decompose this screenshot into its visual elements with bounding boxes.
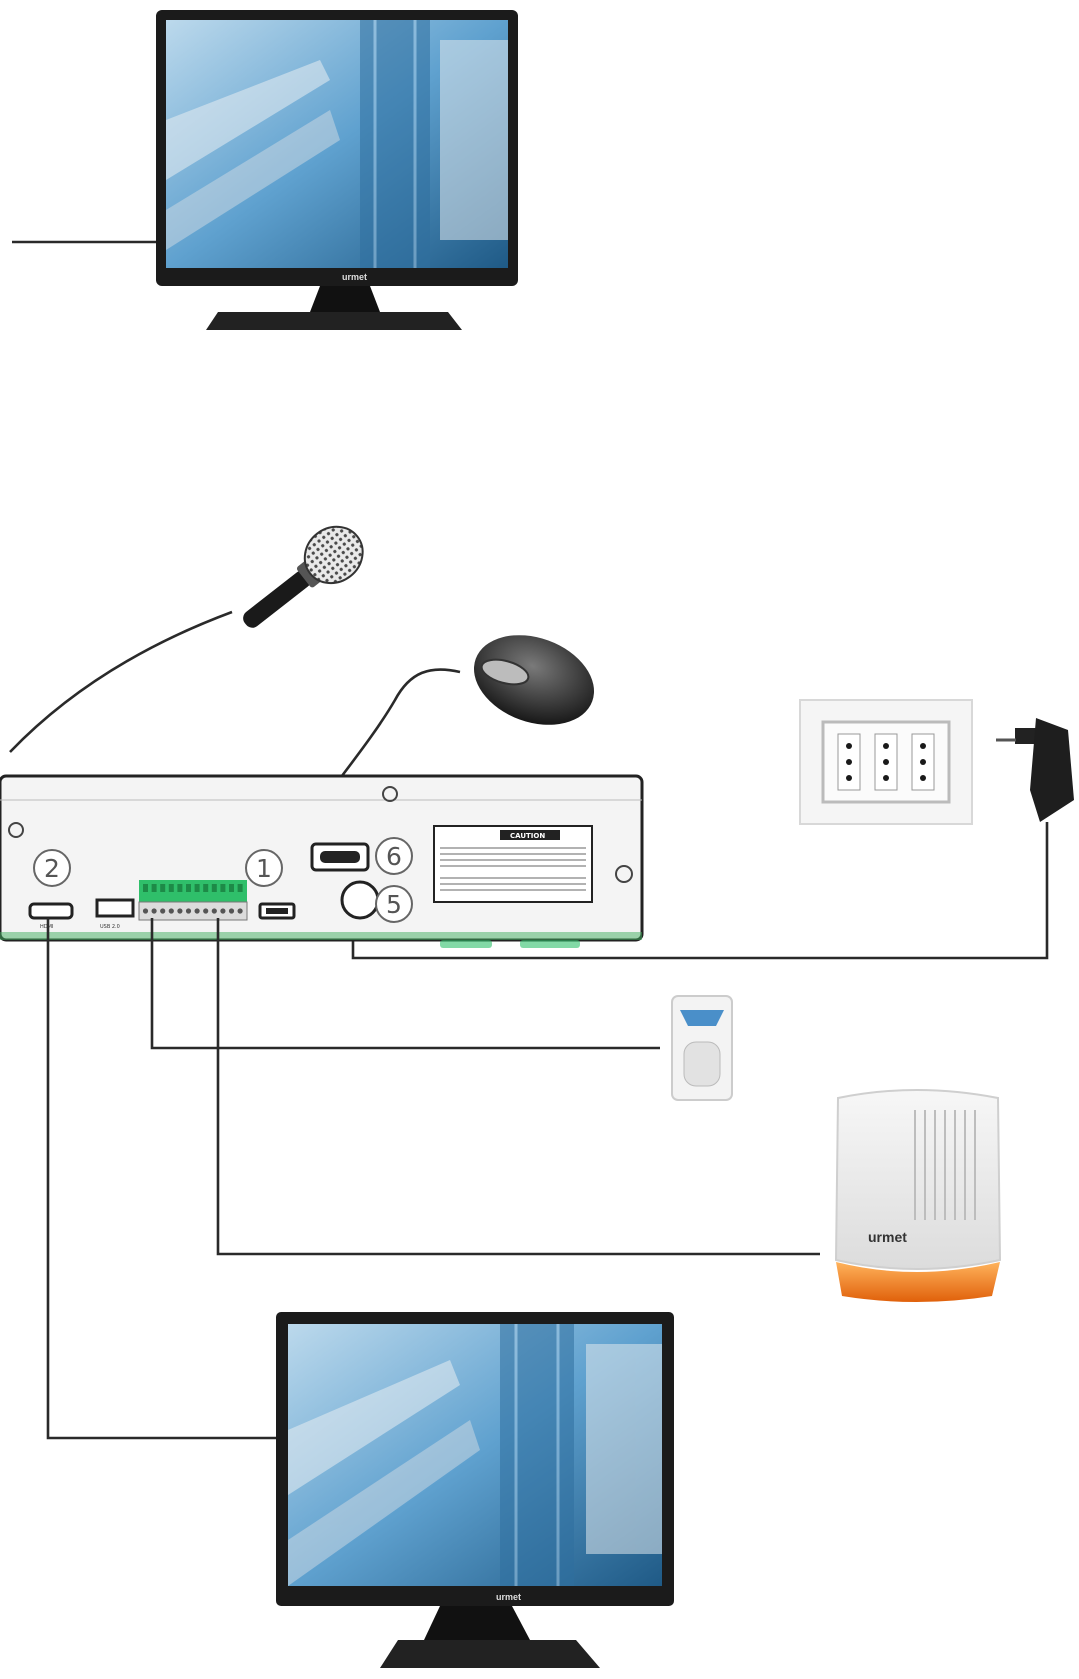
cable-microphone: [9, 610, 233, 753]
terminal-screw: [185, 908, 192, 914]
callout-hdmi: 2: [33, 849, 71, 887]
terminal-screw: [194, 908, 200, 914]
terminal-screw: [177, 908, 183, 914]
usb-label: USB 2.0: [100, 924, 120, 930]
callout-switch: 6: [375, 837, 413, 875]
usb-port-rear: USB 2.0: [95, 898, 135, 930]
terminal-screw: [237, 908, 243, 914]
terminal-screw: [151, 908, 157, 914]
terminal-pin: [177, 884, 183, 892]
power-jack: [340, 880, 380, 920]
monitor-top-brand: urmet: [342, 272, 367, 282]
terminal-pin: [237, 884, 243, 892]
caution-label: CAUTION: [433, 825, 593, 903]
terminal-screw: [168, 908, 174, 914]
terminal-screw: [160, 908, 166, 914]
cable-pir-sensor: [150, 918, 660, 1050]
terminal-screw: [228, 908, 235, 914]
monitor-top: urmet: [12, 10, 518, 330]
terminal-pin: [220, 884, 226, 892]
microphone: [9, 525, 364, 753]
terminal-screw: [203, 908, 209, 914]
callout-switch-number: 6: [386, 842, 402, 871]
pir-sensor: [150, 918, 733, 1101]
terminal-screw: [211, 908, 217, 914]
callout-power: 5: [375, 885, 413, 923]
terminal-screw: [220, 908, 226, 914]
terminal-pin: [203, 884, 209, 892]
callout-hdmi-number: 2: [44, 854, 60, 883]
callout-usb-number: 1: [256, 854, 272, 883]
usb-port-front: [258, 902, 296, 920]
callout-usb: 1: [245, 849, 283, 887]
terminal-pin: [194, 884, 200, 892]
terminal-pin: [168, 884, 174, 892]
monitor-bottom-brand: urmet: [496, 1592, 521, 1602]
caution-text: CAUTION: [510, 832, 545, 840]
terminal-pin: [160, 884, 166, 892]
terminal-pin: [143, 884, 148, 892]
siren-grille: [914, 1110, 976, 1220]
monitor-bottom: urmet: [46, 918, 674, 1668]
cable-hdmi-monitor-bottom: [46, 918, 284, 1440]
alarm-terminal-block: [138, 880, 248, 921]
power-switch: [310, 842, 370, 872]
wall-socket: [799, 699, 973, 825]
terminal-pin: [151, 884, 157, 892]
siren-brand: urmet: [868, 1229, 907, 1245]
terminal-screw: [142, 908, 149, 914]
terminal-pin: [211, 884, 217, 892]
terminal-pin: [186, 884, 191, 892]
terminal-pin: [229, 884, 234, 892]
nvr-rear-panel: HDMI USB 2.0 C: [0, 774, 644, 948]
cable-siren: [216, 918, 820, 1256]
siren: urmet: [216, 918, 1002, 1302]
callout-power-number: 5: [386, 890, 402, 919]
socket-outlets: [837, 733, 935, 791]
